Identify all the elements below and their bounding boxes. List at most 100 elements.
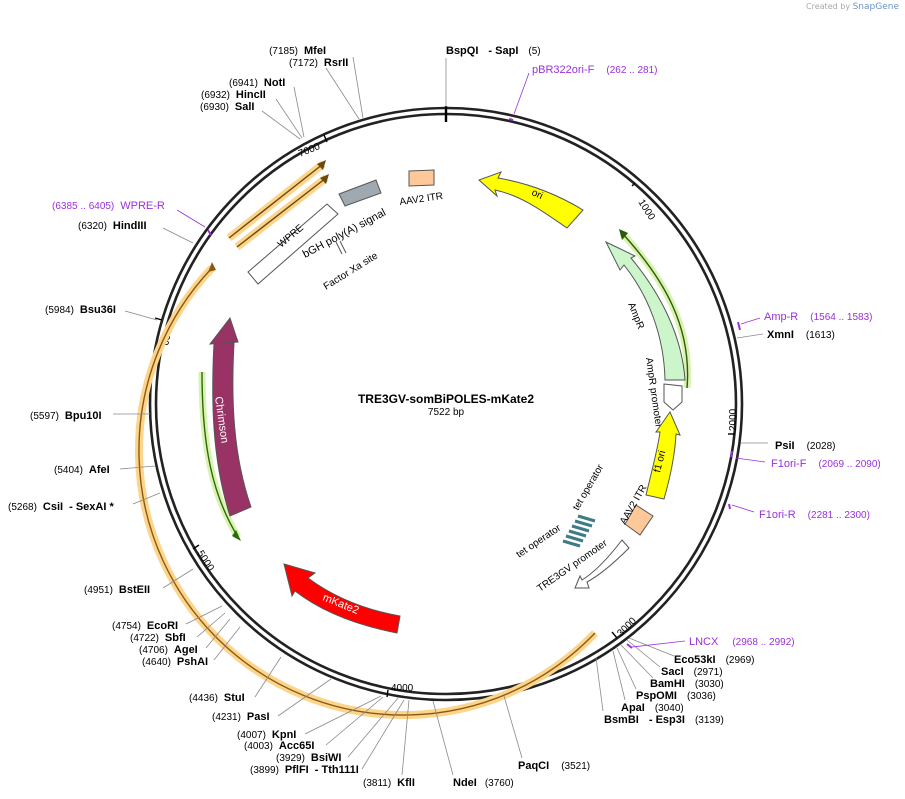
orf-upper-1-arrowhead xyxy=(317,160,326,170)
feature-bgh-polya[interactable] xyxy=(338,179,382,207)
orf-upper-2 xyxy=(236,177,327,248)
site-agei: (4706)AgeI xyxy=(139,644,198,656)
tick-5000 xyxy=(192,544,200,550)
site-psii: PsiI(2028) xyxy=(775,440,835,452)
feature-chrimson-arrowhead xyxy=(208,316,239,345)
primer-wpre-r: (6385 .. 6405)WPRE-R xyxy=(52,200,165,212)
leader-afei xyxy=(119,465,156,470)
leader-kfli xyxy=(401,699,410,776)
leader-f1ori-r xyxy=(731,504,755,513)
tick-label-3000: 3000 xyxy=(615,615,639,639)
feature-mkate2[interactable] xyxy=(283,563,401,634)
site-noti: (6941)NotI xyxy=(229,77,285,89)
tick-label-4000: 4000 xyxy=(391,683,414,694)
site-hincii: (6932)HincII xyxy=(201,89,266,101)
leader-xmni xyxy=(736,333,764,339)
feature-label-aav2-itr-left: AAV2 ITR xyxy=(399,191,444,208)
leader-acc65i xyxy=(325,696,384,746)
leader-hincii xyxy=(275,98,303,139)
site-bsteii: (4951)BstEII xyxy=(84,584,150,596)
orf-upper-1 xyxy=(228,163,324,239)
site-bsmbi: BsmBI- Esp3I(3139) xyxy=(604,714,724,726)
primer-lncx: LNCX(2968 .. 2992) xyxy=(689,636,795,648)
site-kfli: (3811)KflI xyxy=(363,777,415,789)
site-stui: (4436)StuI xyxy=(189,692,245,704)
feature-label-tet-operator-1: tet operator xyxy=(571,462,606,512)
leader-bsteii xyxy=(162,568,194,589)
map-name: TRE3GV-somBiPOLES-mKate2 xyxy=(358,392,534,406)
site-kpni: (4007)KpnI xyxy=(237,729,296,741)
tick-3000 xyxy=(611,631,618,639)
leader-saci xyxy=(626,639,661,668)
feature-factor-xa-mark-1[interactable] xyxy=(335,241,343,255)
feature-aav2-itr-left[interactable] xyxy=(408,169,435,187)
site-mfei: (7185)MfeI xyxy=(269,45,326,57)
site-apai: ApaI(3040) xyxy=(621,702,684,714)
map-length: 7522 bp xyxy=(428,407,465,418)
tick-6000 xyxy=(154,317,163,321)
leader-ndei xyxy=(432,700,454,776)
site-pflfi: (3899)PflFI- Tth111I xyxy=(250,764,359,776)
leader-lncx xyxy=(631,640,686,648)
feature-ampr-promoter[interactable] xyxy=(663,383,683,411)
feature-chrimson-body[interactable] xyxy=(212,342,252,517)
site-hindiii: (6320)HindIII xyxy=(78,220,147,232)
primer-amp-r: Amp-R(1564 .. 1583) xyxy=(764,311,873,323)
orf-main xyxy=(138,267,596,716)
leader-bsiwi xyxy=(347,697,399,758)
feature-tre3gv-promoter[interactable] xyxy=(574,539,630,589)
feature-wpre[interactable] xyxy=(247,203,339,285)
leader-apai xyxy=(612,650,626,701)
primer-f1ori-f: F1ori-F(2069 .. 2090) xyxy=(771,458,881,470)
leader-bsu36i xyxy=(124,310,158,321)
leader-paqci xyxy=(503,695,523,759)
tick-label-2000: 2000 xyxy=(728,408,739,431)
site-bsiwi: (3929)BsiWI xyxy=(276,752,341,764)
feature-ampr[interactable] xyxy=(604,240,686,381)
feature-aav2-itr-right[interactable] xyxy=(624,504,654,536)
site-pspomi: PspOMI(3036) xyxy=(636,690,716,702)
site-ecori: (4754)EcoRI xyxy=(112,620,178,632)
tick-label-7000: 7000 xyxy=(297,141,322,160)
leader-pbr322ori-f xyxy=(513,72,530,115)
leader-stui xyxy=(254,656,282,698)
primer-mark-f1ori-f xyxy=(730,450,733,458)
feature-label-tet-operator-2: tet operator xyxy=(515,522,564,560)
leader-sali xyxy=(261,110,301,140)
feature-label-ori: ori xyxy=(530,187,545,202)
site-afei: (5404)AfeI xyxy=(54,464,110,476)
leader-csii xyxy=(132,492,161,505)
site-pshai: (4640)PshAI xyxy=(142,656,208,668)
feature-f1-ori[interactable] xyxy=(645,410,681,500)
primer-mark-lncx xyxy=(626,643,633,649)
tick-label-5000: 5000 xyxy=(194,549,216,574)
leader-f1ori-f xyxy=(735,457,766,463)
feature-label-ampr: AmpR xyxy=(625,301,646,331)
site-xmni: XmnI(1613) xyxy=(767,329,835,341)
feature-tet-operator-array[interactable] xyxy=(560,514,596,548)
leader-agei xyxy=(205,618,231,649)
site-rsrii: (7172)RsrII xyxy=(289,57,348,69)
orf-upper-2-arrowhead xyxy=(320,174,329,184)
site-acc65i: (4003)Acc65I xyxy=(244,740,314,752)
site-bamhi: BamHI(3030) xyxy=(650,678,724,690)
site-sbfi: (4722)SbfI xyxy=(130,632,186,644)
primer-f1ori-r: F1ori-R(2281 .. 2300) xyxy=(759,509,870,521)
tick-1000 xyxy=(631,182,636,187)
leader-hindiii xyxy=(162,227,194,244)
site-bsu36i: (5984)Bsu36I xyxy=(45,304,116,316)
site-paqci: PaqCI(3521) xyxy=(518,760,590,772)
feature-label-f1-ori: f1 ori xyxy=(652,449,668,473)
orf-ampr-arrowhead xyxy=(619,229,628,240)
site-pasi: (4231)PasI xyxy=(212,711,270,723)
primer-mark-f1ori-r xyxy=(728,503,731,510)
primer-pbr322ori-f: pBR322ori-F(262 .. 281) xyxy=(532,64,658,76)
orf-main-arrowhead xyxy=(208,262,216,272)
leader-noti xyxy=(293,86,305,138)
tick-7000 xyxy=(323,134,328,143)
site-eco53ki: Eco53kI(2969) xyxy=(674,654,755,666)
feature-ori[interactable] xyxy=(478,171,584,229)
orf-halo-main xyxy=(134,265,598,720)
leader-psppomi xyxy=(616,647,637,690)
